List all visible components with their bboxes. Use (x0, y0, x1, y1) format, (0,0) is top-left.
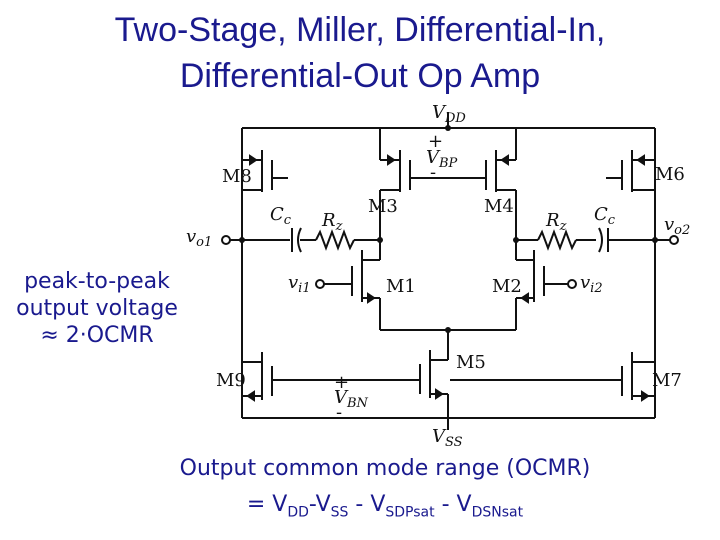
ocmr-equation: = VDD-VSS - VSDPsat - VDSNsat (150, 492, 620, 520)
rz-right-label: Rz (545, 210, 567, 234)
vss-label: VSS (432, 426, 463, 450)
m4-label: M4 (484, 196, 514, 217)
slide-title-line2: Differential-Out Op Amp (179, 57, 541, 95)
ocmr-definition: Output common mode range (OCMR) (179, 456, 591, 481)
eq-dash3: - V (434, 492, 472, 517)
cc-left-label: Cc (270, 204, 292, 228)
m2-label: M2 (492, 276, 522, 297)
eq-dsnsat: DSNsat (471, 504, 524, 521)
vbp-label: VBP (426, 147, 458, 171)
m5-label: M5 (456, 352, 486, 373)
vo1-label: vo1 (186, 226, 212, 250)
eq-dash2: - V (348, 492, 386, 517)
vi1-label: vi1 (288, 272, 311, 296)
m6-label: M6 (655, 164, 685, 185)
eq-ss: SS (330, 504, 349, 521)
note-line3: ≈ 2·OCMR (40, 323, 154, 348)
eq-dash1: -V (308, 492, 331, 517)
vi2-label: vi2 (580, 272, 603, 296)
rz-left-label: Rz (321, 210, 343, 234)
vbn-plus-label: + (334, 372, 349, 393)
vbn-label: VBN (334, 387, 369, 411)
note-line1: peak-to-peak (24, 269, 170, 294)
vbn-minus-label: - (336, 402, 342, 423)
m9-label: M9 (216, 370, 246, 391)
vdd-label: VDD (432, 102, 466, 126)
slide-title-line1: Two-Stage, Miller, Differential-In, (114, 11, 606, 49)
vbp-plus-label: + (428, 131, 443, 152)
eq-prefix: = V (246, 492, 288, 517)
m8-label: M8 (222, 166, 252, 187)
m7-label: M7 (652, 370, 682, 391)
peak-to-peak-note: peak-to-peak output voltage ≈ 2·OCMR (2, 268, 192, 349)
vo2-label: vo2 (664, 214, 690, 238)
eq-sdpsat: SDPsat (385, 504, 435, 521)
m1-label: M1 (386, 276, 416, 297)
m3-label: M3 (368, 196, 398, 217)
note-line2: output voltage (16, 296, 178, 321)
cc-right-label: Cc (594, 204, 616, 228)
eq-dd: DD (287, 504, 309, 521)
vbp-minus-label: - (430, 162, 436, 183)
